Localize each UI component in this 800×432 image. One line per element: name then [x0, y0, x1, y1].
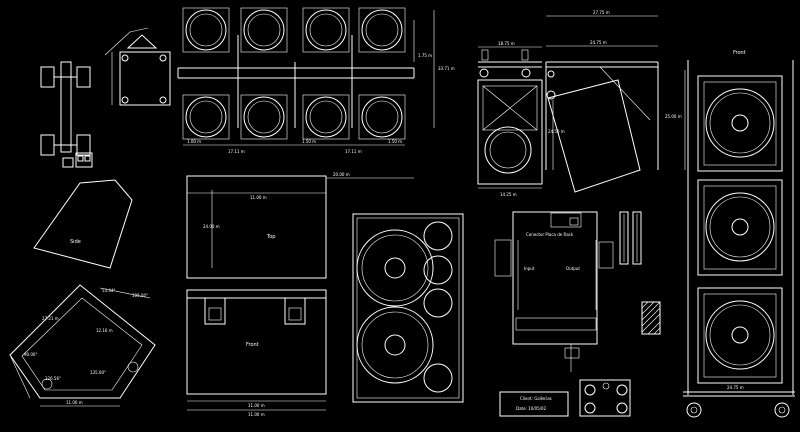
- svg-text:24.50 m: 24.50 m: [548, 129, 565, 134]
- svg-text:24.00 m: 24.00 m: [203, 224, 220, 229]
- wedge-dimension-drawing: 27.21 m 90.00° 126.56° 135.00° 53.44° 10…: [9, 284, 156, 407]
- svg-text:24.75 m: 24.75 m: [727, 385, 744, 390]
- front-case-view: Front 11.00 m 11.00 m: [186, 289, 327, 417]
- svg-text:1.75 m: 1.75 m: [418, 53, 432, 58]
- svg-text:1.50 m: 1.50 m: [388, 139, 402, 144]
- caster-detail: [579, 379, 631, 417]
- connector-panel-schematic: Conector Placa de Rack Input Output: [494, 211, 614, 372]
- stacked-tower-front: Front 24.75 m 25.00 m: [665, 50, 795, 418]
- top-view-label: Top: [266, 234, 275, 240]
- panel-output: Output: [566, 266, 580, 271]
- front-case-label: Front: [246, 342, 259, 348]
- svg-text:11.00 m: 11.00 m: [66, 400, 83, 405]
- side-wedge-view: Side: [33, 179, 133, 269]
- dual-woofer-cabinet: [352, 213, 464, 403]
- svg-text:90.00°: 90.00°: [24, 352, 37, 357]
- side-wedge-label: Side: [70, 239, 81, 245]
- svg-text:11.00 m: 11.00 m: [248, 412, 265, 417]
- front-stack-label: Front: [733, 50, 746, 56]
- svg-text:18.75 m: 18.75 m: [498, 41, 515, 46]
- svg-text:105.00°: 105.00°: [132, 293, 148, 298]
- svg-text:12.16 m: 12.16 m: [96, 328, 113, 333]
- svg-text:27.75 m: 27.75 m: [593, 10, 610, 15]
- panel-input: Input: [524, 266, 535, 271]
- title-client: Client: Gallerias: [520, 396, 552, 401]
- svg-text:33.71 m: 33.71 m: [438, 66, 455, 71]
- svg-text:126.56°: 126.56°: [45, 376, 61, 381]
- svg-text:14.25 m: 14.25 m: [500, 192, 517, 197]
- rack-pole-detail: [40, 61, 93, 168]
- svg-text:1.50 m: 1.50 m: [302, 139, 316, 144]
- svg-text:17.11 m: 17.11 m: [345, 149, 362, 154]
- svg-text:53.44°: 53.44°: [102, 288, 115, 293]
- top-view: 11.00 m 20.00 m 24.00 m Top: [186, 172, 414, 279]
- svg-text:11.00 m: 11.00 m: [248, 403, 265, 408]
- tilted-cabinet-side: 27.75 m 24.75 m 24.50 m: [545, 10, 659, 193]
- title-date: Date: 10/05/02: [516, 406, 547, 411]
- svg-text:11.00 m: 11.00 m: [250, 195, 267, 200]
- svg-text:27.21 m: 27.21 m: [42, 316, 59, 321]
- side-rails: [619, 211, 642, 265]
- svg-text:20.00 m: 20.00 m: [333, 172, 350, 177]
- svg-text:24.75 m: 24.75 m: [590, 40, 607, 45]
- bracket-detail: [104, 27, 171, 106]
- svg-text:25.00 m: 25.00 m: [665, 114, 682, 119]
- panel-title: Conector Placa de Rack: [526, 232, 574, 237]
- svg-text:135.00°: 135.00°: [90, 370, 106, 375]
- svg-text:17.11 m: 17.11 m: [228, 149, 245, 154]
- speaker-rack-plan: 1.00 m 17.11 m 1.50 m 17.11 m 1.50 m 1.7…: [177, 7, 455, 154]
- hatched-block: [641, 301, 661, 335]
- small-cabinet-front: 18.75 m 14.25 m: [477, 41, 543, 197]
- svg-text:1.00 m: 1.00 m: [187, 139, 201, 144]
- title-block: Client: Gallerias Date: 10/05/02: [499, 391, 569, 417]
